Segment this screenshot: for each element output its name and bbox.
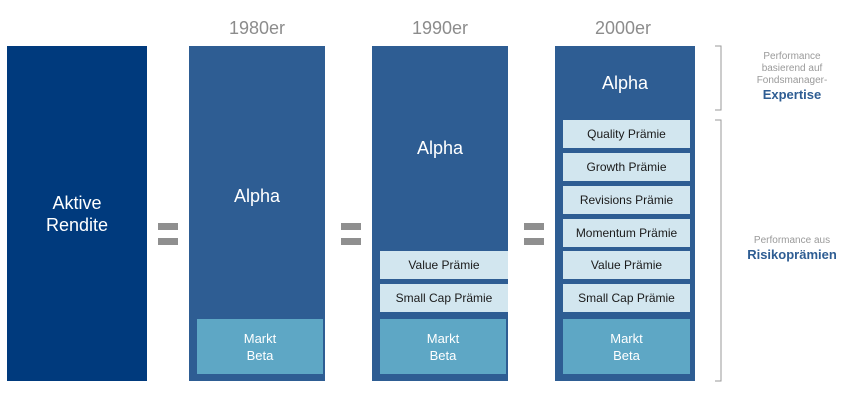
- premium-revisions: Revisions Prämie: [563, 186, 690, 214]
- risk-brace: [715, 119, 722, 382]
- header-1990er: 1990er: [411, 18, 469, 38]
- beta-line2: Beta: [246, 347, 274, 363]
- column-1990er: Alpha Value Prämie Small Cap Prämie Mark…: [372, 46, 508, 381]
- alpha-label-1990er: Alpha: [416, 138, 464, 158]
- premium-value-2000er: Value Prämie: [563, 251, 690, 279]
- risk-label: Performance aus Risikoprämien: [742, 235, 842, 263]
- premium-growth: Growth Prämie: [563, 153, 690, 181]
- equals-sign-1: [158, 223, 178, 245]
- premium-smallcap-1990er: Small Cap Prämie: [380, 284, 508, 312]
- expertise-small-2: basierend auf: [761, 63, 823, 74]
- premium-value-1990er: Value Prämie: [380, 251, 508, 279]
- expertise-strong: Expertise: [762, 87, 822, 102]
- premium-momentum: Momentum Prämie: [563, 219, 690, 247]
- beta-line1: Markt: [426, 330, 460, 346]
- risk-small: Performance aus: [753, 235, 831, 246]
- header-2000er: 2000er: [594, 18, 652, 38]
- expertise-brace: [715, 45, 722, 111]
- column-2000er: Alpha Quality Prämie Growth Prämie Revis…: [555, 46, 695, 381]
- equals-sign-3: [524, 223, 544, 245]
- premium-quality: Quality Prämie: [563, 120, 690, 148]
- markt-beta-2000er: Markt Beta: [563, 319, 690, 374]
- markt-beta-1980er: Markt Beta: [197, 319, 323, 374]
- aktive-rendite-label: Aktive Rendite: [7, 192, 147, 236]
- alpha-label-1980er: Alpha: [233, 186, 281, 206]
- equals-sign-2: [341, 223, 361, 245]
- beta-line2: Beta: [613, 347, 640, 363]
- expertise-small-3: Fondsmanager-: [756, 75, 828, 86]
- aktive-rendite-block: Aktive Rendite: [7, 46, 147, 381]
- expertise-label: Performance basierend auf Fondsmanager- …: [742, 51, 842, 103]
- beta-line1: Markt: [243, 330, 277, 346]
- header-1980er: 1980er: [228, 18, 286, 38]
- alpha-label-2000er: Alpha: [601, 73, 649, 93]
- risk-strong: Risikoprämien: [747, 247, 837, 262]
- aktive-label-line2: Rendite: [45, 215, 109, 235]
- markt-beta-1990er: Markt Beta: [380, 319, 506, 374]
- premium-smallcap-2000er: Small Cap Prämie: [563, 284, 690, 312]
- column-1980er: Alpha Markt Beta: [189, 46, 325, 381]
- aktive-label-line1: Aktive: [52, 193, 102, 213]
- expertise-small-1: Performance: [763, 51, 821, 62]
- beta-line2: Beta: [429, 347, 457, 363]
- beta-line1: Markt: [610, 330, 643, 346]
